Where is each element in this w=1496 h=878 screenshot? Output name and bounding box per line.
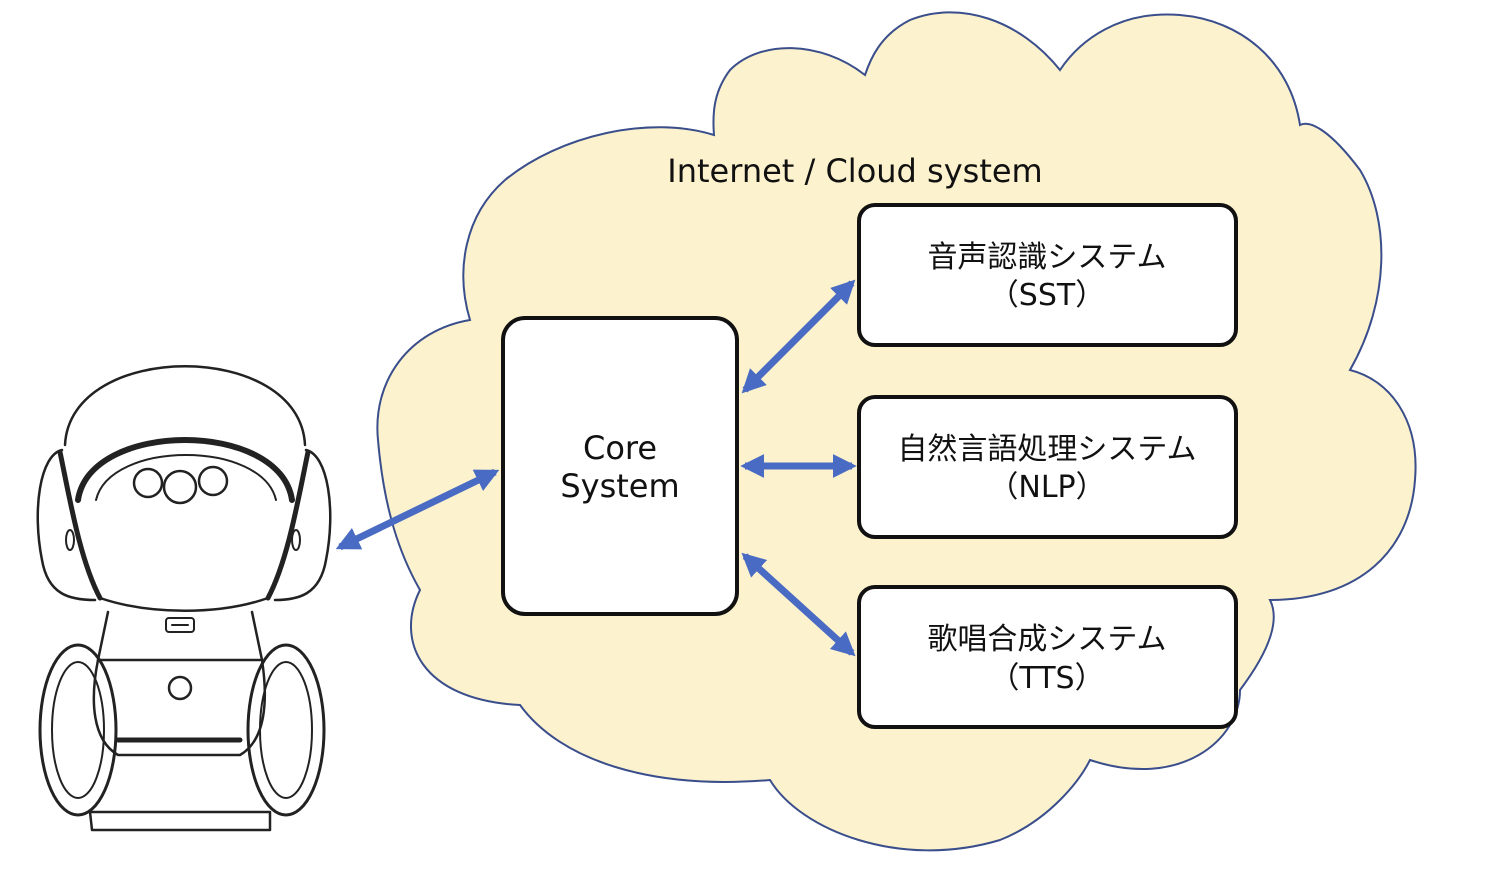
core-system-label-line1: Core: [583, 429, 657, 467]
service-box-sst: 音声認識システム （SST）: [857, 203, 1238, 347]
core-system-label-line2: System: [560, 467, 679, 505]
arrow-robot-core: [335, 468, 500, 551]
service-nlp-line1: 自然言語処理システム: [897, 432, 1196, 467]
arrow-core-tts: [741, 552, 856, 657]
service-nlp-line2: （NLP）: [988, 470, 1105, 505]
core-system-box: Core System: [501, 316, 739, 616]
service-box-nlp: 自然言語処理システム （NLP）: [857, 395, 1238, 539]
arrow-core-sst: [741, 279, 856, 394]
service-tts-line1: 歌唱合成システム: [927, 622, 1166, 657]
service-sst-line1: 音声認識システム: [927, 240, 1166, 275]
cloud-label: Internet / Cloud system: [667, 152, 1042, 190]
service-box-tts: 歌唱合成システム （TTS）: [857, 585, 1238, 729]
robot-illustration: [36, 365, 332, 832]
service-tts-line2: （TTS）: [989, 661, 1104, 696]
service-sst-line2: （SST）: [989, 278, 1105, 313]
